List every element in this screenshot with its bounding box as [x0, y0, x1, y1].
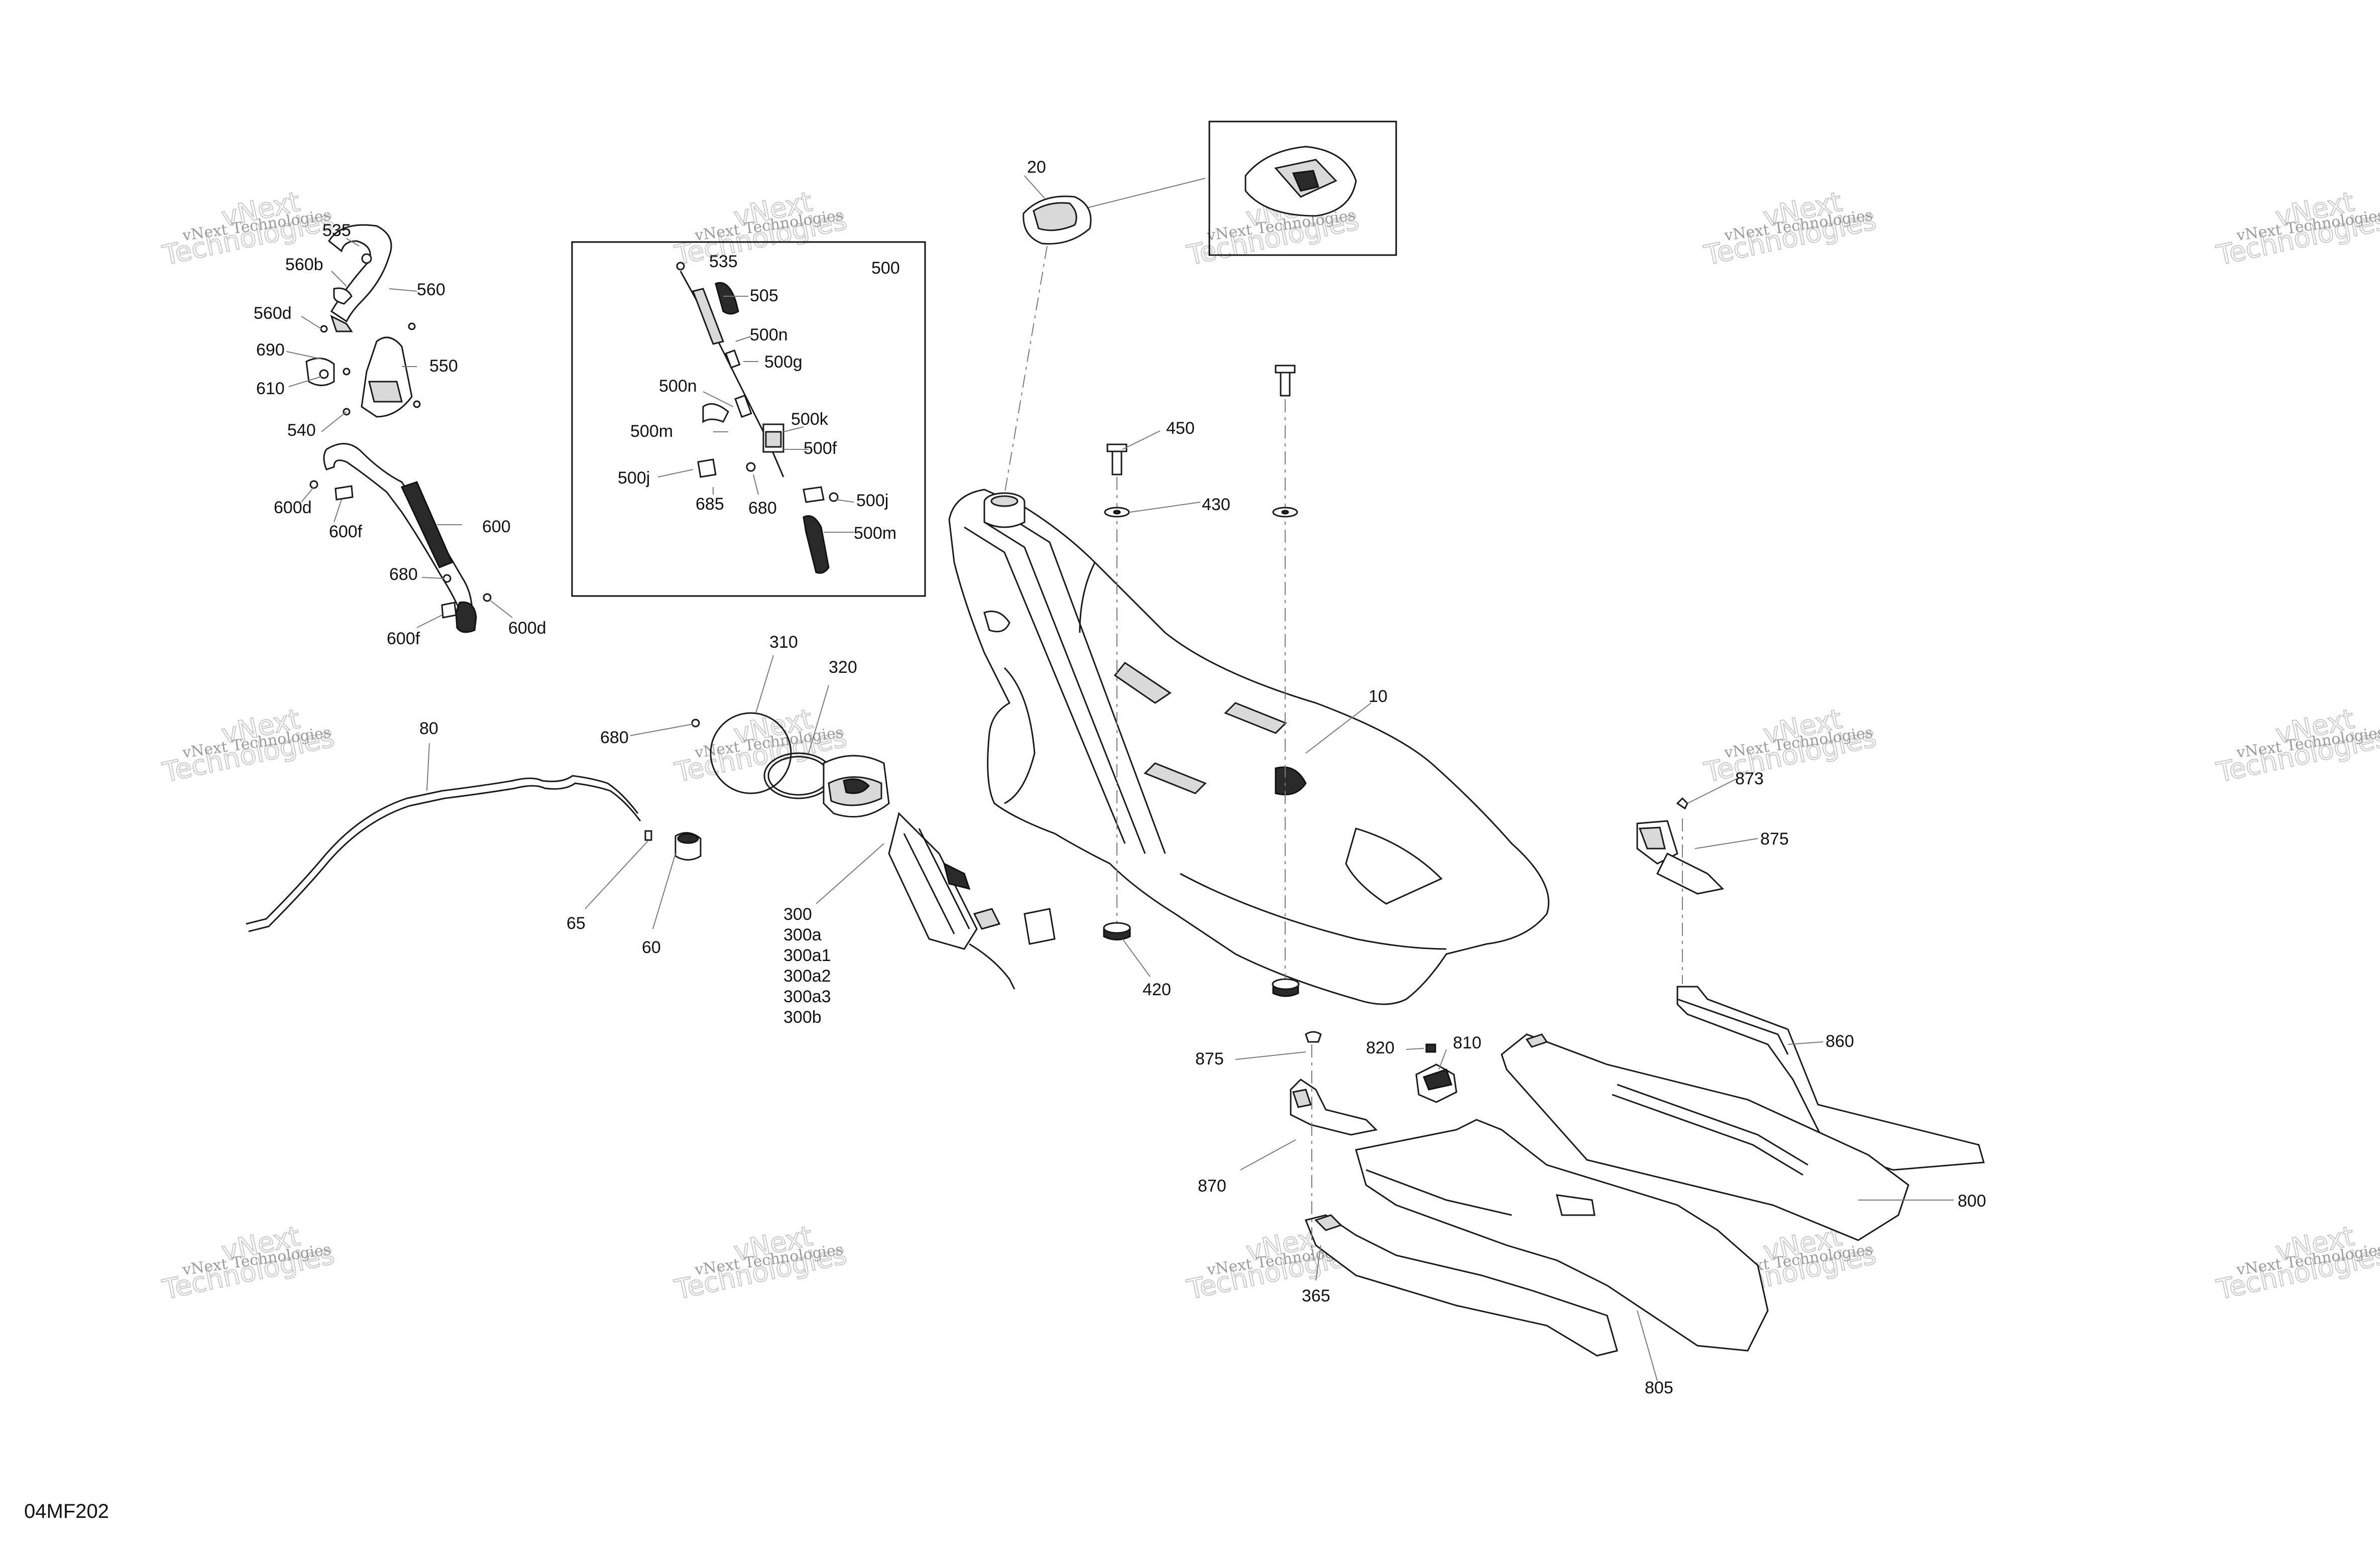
callout-450: 450 — [1166, 419, 1195, 438]
callout-80: 80 — [419, 719, 438, 738]
callout-500m: 500m — [630, 422, 673, 441]
right-brackets — [1636, 778, 1985, 1171]
fuel-line — [246, 743, 641, 932]
callout-500k: 500k — [791, 410, 829, 429]
callout-680-c: 680 — [600, 728, 629, 747]
callout-300a: 300a — [783, 925, 822, 944]
inset-frame-500 — [571, 241, 926, 597]
cap-detail-inset — [1084, 121, 1397, 256]
lower-plates — [1235, 1031, 1954, 1381]
callout-870: 870 — [1198, 1176, 1226, 1196]
callout-560b: 560b — [285, 255, 323, 274]
callout-65: 65 — [566, 914, 586, 933]
fuel-connector — [585, 830, 702, 929]
callout-420: 420 — [1143, 980, 1171, 999]
watermark: Technologies vNext vNext Technologies — [671, 1220, 850, 1307]
watermark: Technologies vNext vNext Technologies — [1701, 702, 1879, 789]
callout-550: 550 — [429, 357, 458, 376]
callout-685: 685 — [696, 495, 724, 514]
callout-560: 560 — [417, 280, 445, 299]
callout-680: 680 — [389, 565, 418, 584]
callout-500n-b: 500n — [659, 377, 697, 396]
callout-600: 600 — [482, 517, 511, 536]
callout-430: 430 — [1202, 495, 1230, 514]
callout-600d-b: 600d — [508, 619, 546, 638]
callout-680-inset: 680 — [748, 499, 777, 518]
fuel-fitting-inset — [571, 241, 926, 597]
callout-875: 875 — [1760, 829, 1789, 849]
callout-873: 873 — [1735, 769, 1764, 788]
watermark: Technologies vNext vNext Technologies — [159, 1220, 337, 1307]
watermark: Technologies vNext vNext Technologies — [159, 702, 337, 789]
callout-500m-b: 500m — [854, 524, 896, 543]
callout-600f: 600f — [329, 522, 363, 541]
callout-500j: 500j — [618, 468, 650, 488]
callout-810: 810 — [1453, 1033, 1482, 1052]
callout-800: 800 — [1958, 1192, 1986, 1211]
callout-300a1: 300a1 — [783, 946, 831, 965]
fuel-cap — [1004, 175, 1092, 495]
watermark: Technologies vNext vNext Technologies — [1701, 185, 1879, 272]
callout-500j-b: 500j — [856, 491, 888, 510]
watermark: Technologies vNext vNext Technologies — [671, 702, 850, 789]
callout-535-inset: 535 — [709, 252, 738, 271]
vent-hose-assembly — [286, 224, 513, 633]
callout-300b: 300b — [783, 1008, 822, 1027]
cap-logo — [1292, 170, 1319, 192]
callout-535: 535 — [322, 221, 351, 240]
callout-300a2: 300a2 — [783, 967, 831, 986]
callout-610: 610 — [256, 379, 285, 398]
callout-875-b: 875 — [1195, 1049, 1224, 1069]
callout-540: 540 — [287, 421, 316, 440]
callout-690: 690 — [256, 340, 285, 360]
inset-frame — [1208, 121, 1397, 256]
callout-600d: 600d — [274, 498, 312, 517]
callout-560d: 560d — [254, 304, 292, 323]
callout-300: 300 — [783, 905, 812, 924]
callout-500n: 500n — [750, 325, 788, 344]
watermark: Technologies vNext vNext Technologies — [2213, 702, 2380, 789]
callout-500f: 500f — [804, 439, 837, 458]
watermark: Technologies vNext vNext Technologies — [671, 185, 850, 272]
callout-820: 820 — [1366, 1038, 1395, 1057]
callout-860: 860 — [1826, 1032, 1854, 1051]
callout-320: 320 — [829, 658, 857, 677]
fuel-tank — [948, 489, 1550, 1005]
callout-500g: 500g — [764, 352, 803, 372]
callout-805: 805 — [1645, 1378, 1673, 1397]
callout-310: 310 — [769, 633, 798, 652]
mount-bolts — [1103, 365, 1300, 997]
fuel-pump — [816, 755, 1056, 990]
callout-10: 10 — [1369, 687, 1388, 706]
watermark: Technologies vNext vNext Technologies — [2213, 185, 2380, 272]
callout-600f-b: 600f — [387, 629, 420, 648]
callout-365: 365 — [1302, 1286, 1330, 1305]
diagram-code: 04MF202 — [24, 1500, 109, 1522]
callout-300a3: 300a3 — [783, 987, 831, 1006]
callout-505: 505 — [750, 286, 778, 305]
callout-500: 500 — [871, 259, 900, 278]
watermark: Technologies vNext vNext Technologies — [2213, 1220, 2380, 1307]
callout-labels: 20 535 560b 560 560d 690 610 550 540 600… — [254, 158, 1986, 1397]
callout-60: 60 — [642, 938, 661, 957]
callout-20: 20 — [1027, 158, 1046, 177]
